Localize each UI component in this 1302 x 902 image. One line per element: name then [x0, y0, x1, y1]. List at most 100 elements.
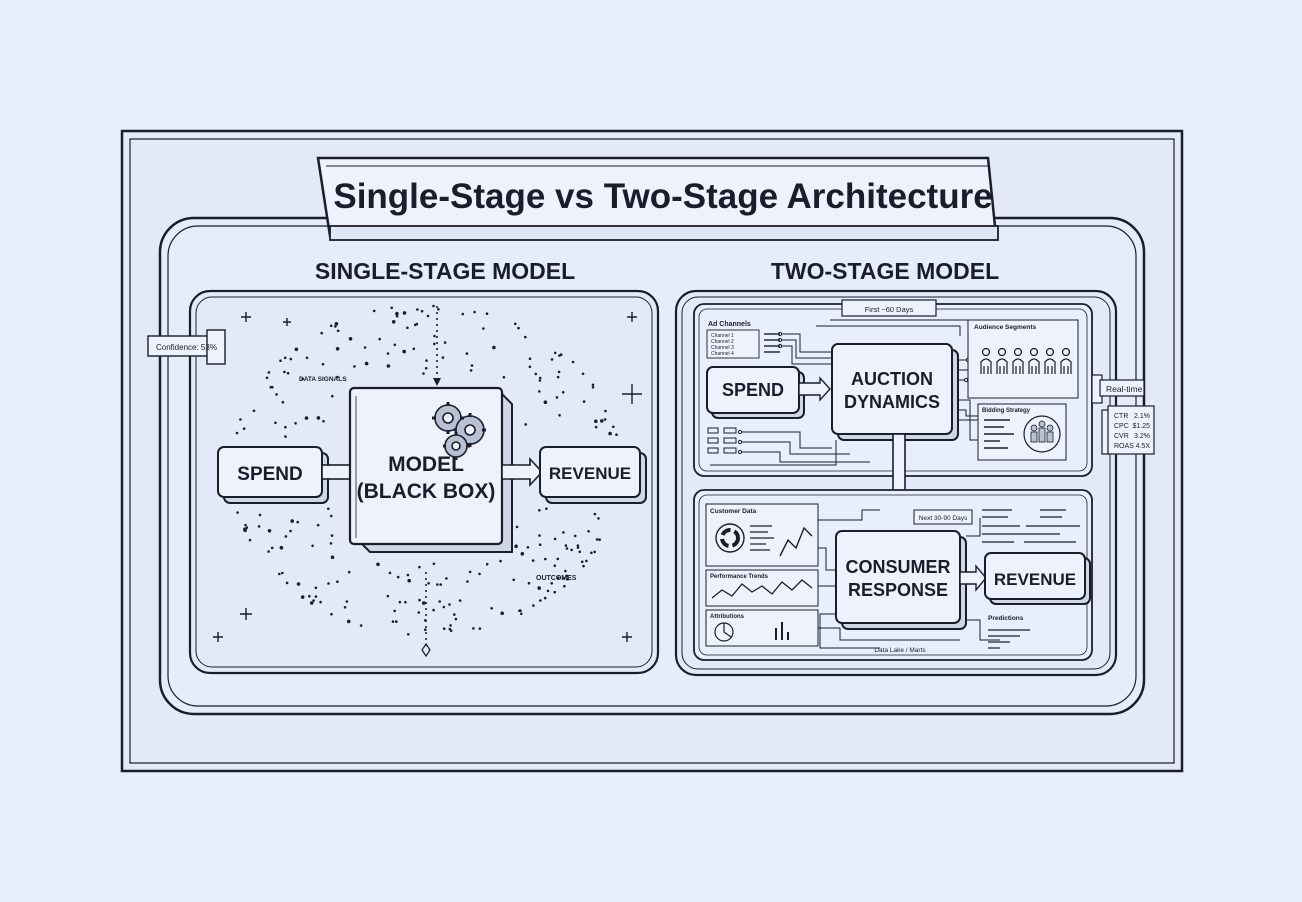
signal-dot [395, 311, 399, 316]
signal-dot [281, 571, 284, 575]
signal-dot [524, 335, 527, 339]
signal-dot [512, 578, 515, 582]
signal-dot [524, 423, 527, 426]
signal-dot [363, 346, 367, 349]
signal-dot [284, 535, 288, 538]
signal-dot [612, 425, 615, 429]
signal-dot [500, 611, 505, 616]
signal-dot [563, 584, 566, 588]
signal-dot [329, 542, 333, 545]
circuit-trace [818, 627, 960, 641]
data-lake-label: Data Lake / Marts [874, 647, 926, 654]
person-icon [1044, 347, 1056, 374]
signal-dot [422, 601, 426, 605]
signal-dot [538, 509, 541, 512]
signal-dot [343, 606, 347, 609]
person-icon [996, 347, 1008, 374]
signal-dot [393, 609, 397, 613]
signal-dot [499, 559, 502, 563]
signal-dot [308, 594, 311, 598]
signal-dot [587, 530, 590, 533]
signal-dot [442, 627, 446, 630]
signal-dot [556, 576, 560, 580]
model-label-line1: MODEL [388, 453, 464, 476]
signal-dot [327, 582, 330, 585]
signal-dot [478, 572, 481, 576]
signal-dot [364, 361, 369, 366]
signal-dot [330, 534, 334, 537]
signal-dot [393, 343, 397, 347]
insight-rows [982, 509, 1080, 543]
two-stage-spend-box: SPEND [706, 366, 805, 419]
auction-label-line2: DYNAMICS [844, 392, 940, 412]
signal-dot [322, 419, 325, 423]
signal-dot [244, 523, 247, 527]
signal-dot [329, 514, 333, 518]
title-banner: Single-Stage vs Two-Stage Architecture [316, 156, 999, 241]
signal-dot [267, 371, 271, 374]
signal-dot [422, 372, 425, 375]
signal-dot [468, 570, 472, 574]
circuit-trace [740, 431, 832, 449]
data-signal-dots [235, 304, 618, 636]
signal-dot [492, 345, 496, 350]
signal-dot [538, 534, 541, 537]
signal-dot [590, 551, 593, 555]
trace-node [963, 377, 969, 383]
signal-dot [478, 627, 482, 630]
spend-to-auction-arrow [798, 376, 831, 402]
signal-dot [305, 356, 309, 360]
signal-dot [425, 359, 428, 362]
signal-dot [402, 311, 407, 315]
confidence-label: Confidence: 53% [156, 343, 217, 352]
signal-dot [550, 582, 553, 585]
signal-dot [466, 580, 469, 583]
signal-dot [562, 531, 565, 534]
signal-dot [538, 390, 541, 393]
signal-dot [391, 320, 396, 324]
signal-dot [544, 557, 547, 561]
circuit-trace [966, 619, 1000, 641]
signal-dot [537, 586, 541, 590]
circuit-trace [710, 440, 837, 466]
signal-dot [316, 523, 320, 527]
circuit-trace [952, 399, 978, 441]
signal-dot [556, 557, 560, 561]
signal-dot [594, 425, 598, 429]
signal-dot [432, 304, 435, 308]
signal-dot [406, 573, 410, 577]
signal-dot [416, 308, 419, 311]
signal-dot [528, 357, 532, 361]
signal-dot [378, 337, 382, 341]
circuit-trace [819, 613, 880, 649]
signal-dot [294, 347, 299, 352]
signal-dot [395, 314, 399, 318]
signal-dot [543, 400, 548, 405]
gears-icon [432, 402, 486, 460]
metric-value: $1.25 [1132, 423, 1150, 430]
signal-dot [433, 342, 436, 346]
signal-dot [598, 538, 601, 541]
lower-circuit-traces [818, 509, 1000, 649]
signal-dot [406, 326, 409, 330]
signal-dot [538, 379, 542, 382]
signal-dot [603, 418, 607, 421]
signal-dot [304, 416, 309, 420]
signal-dot [615, 433, 618, 437]
signal-dot [578, 550, 582, 554]
metric-name: CPC [1114, 423, 1129, 430]
signal-dot [562, 577, 566, 580]
signal-dot [591, 386, 595, 389]
two-stage-spend-label: SPEND [722, 380, 784, 400]
signal-dot [448, 603, 451, 606]
realtime-tag: Real-time [1091, 374, 1145, 404]
spend-to-model-arrow [321, 464, 353, 480]
signal-dot [418, 598, 421, 602]
signal-dot [242, 427, 246, 431]
signal-dot [532, 604, 535, 607]
person-icon [1060, 347, 1072, 374]
model-to-revenue-arrow [501, 456, 544, 488]
signal-dot [284, 425, 287, 429]
signal-dot [407, 578, 412, 583]
